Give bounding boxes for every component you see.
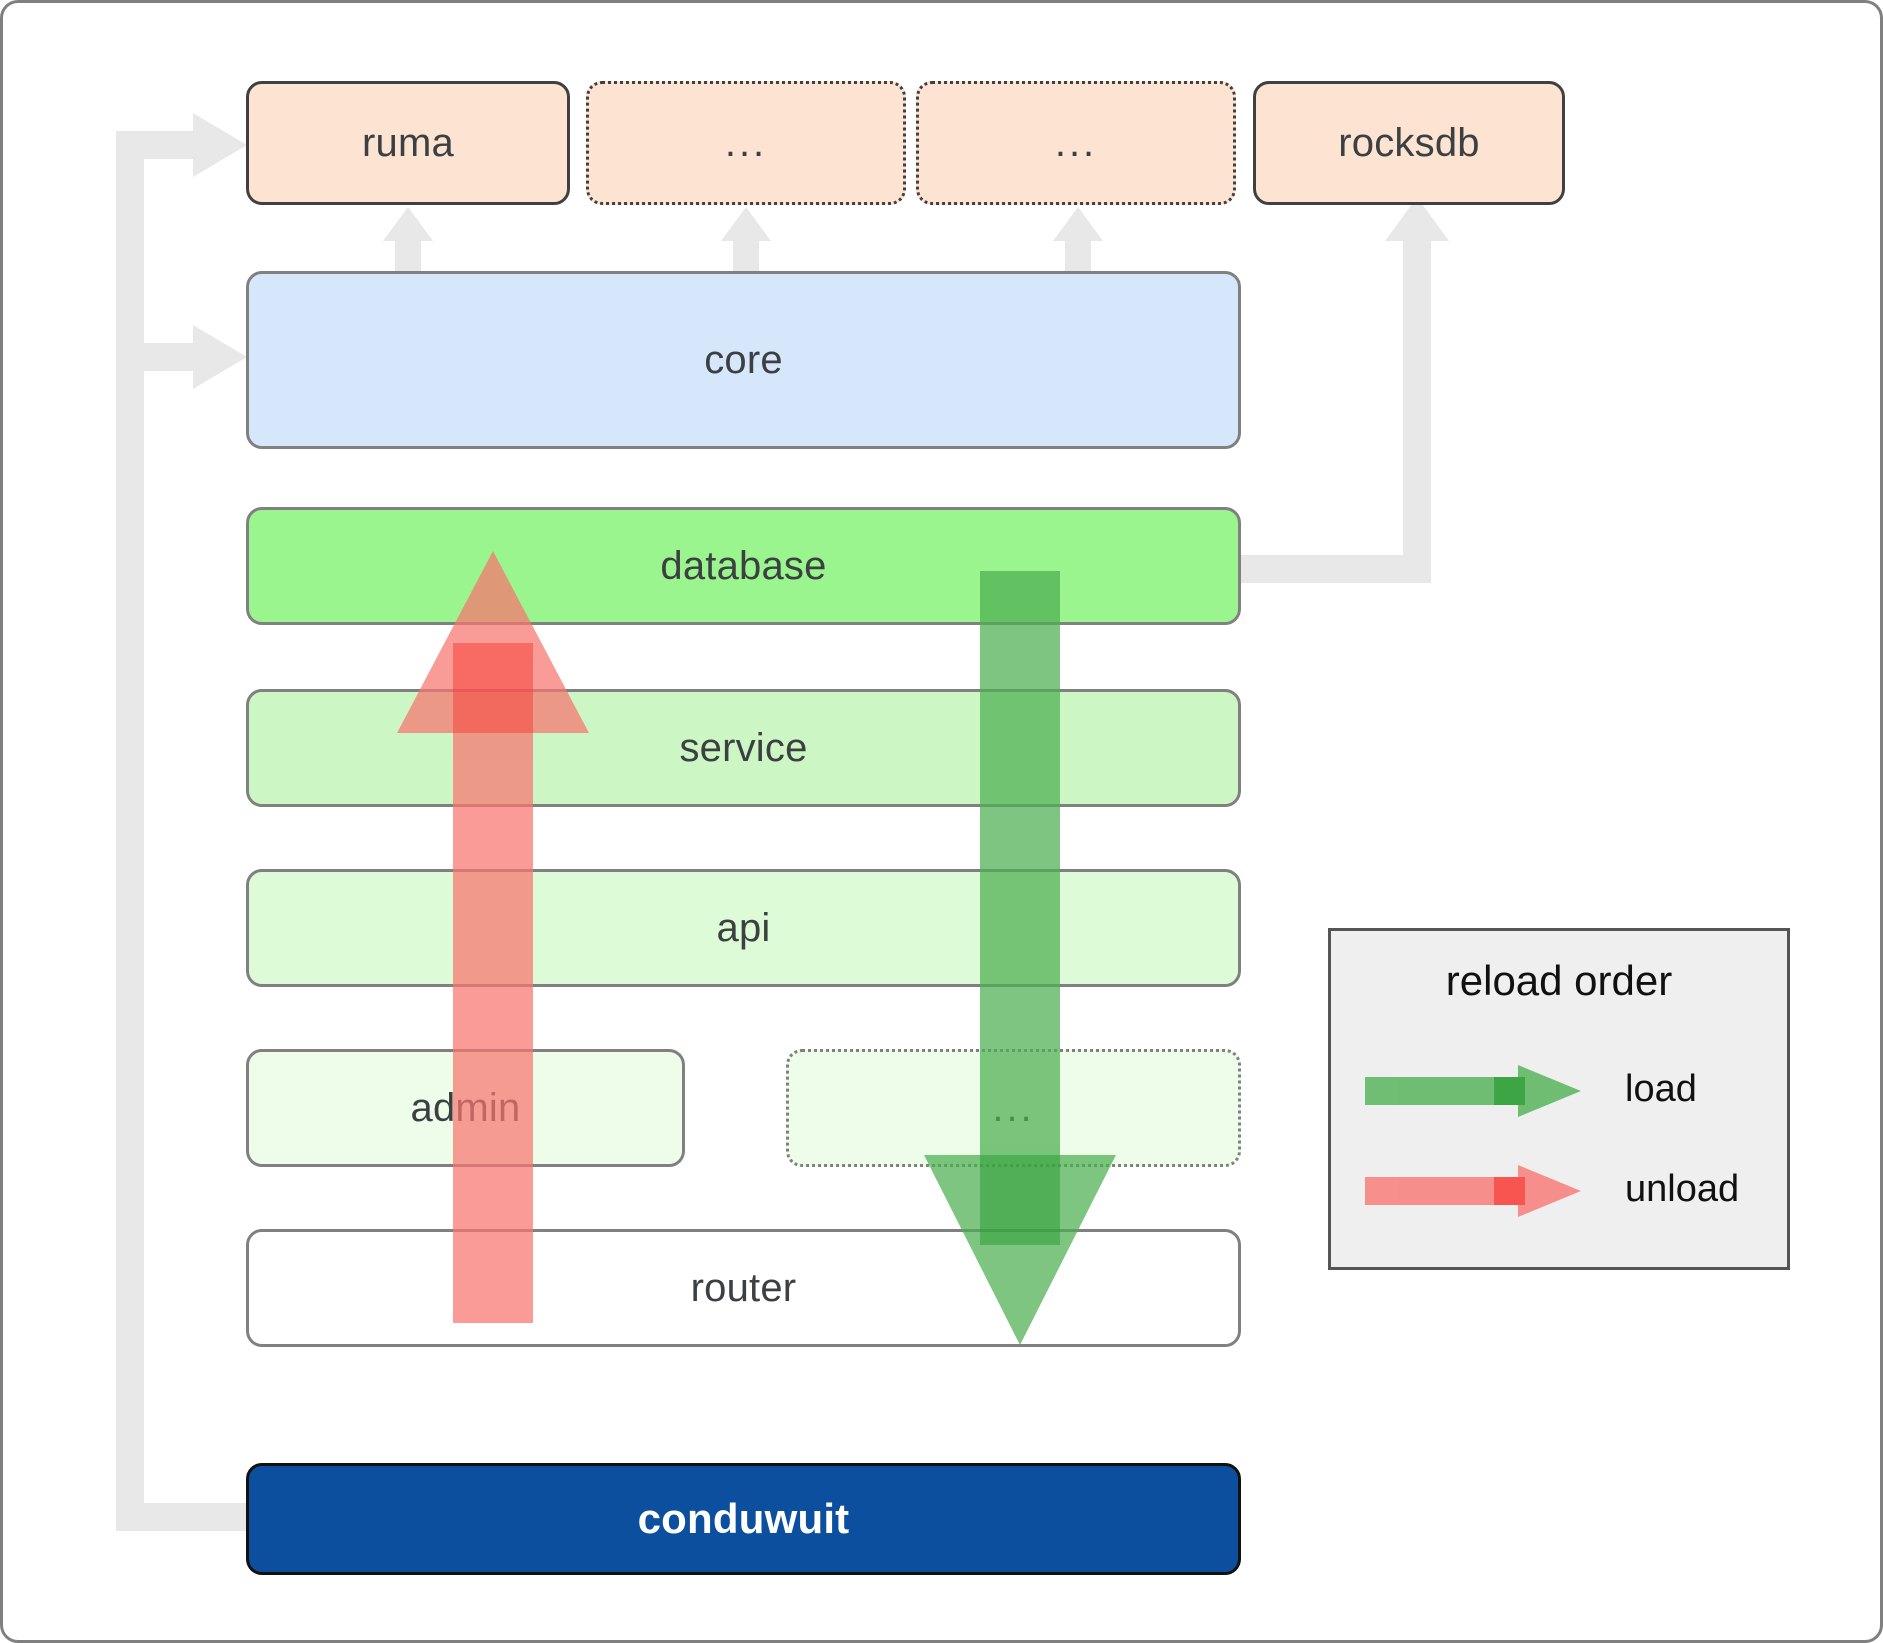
dependency-label: rocksdb: [1338, 120, 1480, 165]
layer-label: api: [716, 905, 771, 950]
legend-title: reload order: [1445, 957, 1673, 1004]
load-arrow-icon: [1365, 1065, 1581, 1117]
layer-box-database[interactable]: database: [246, 507, 1241, 625]
connector-layer: [116, 113, 1449, 1531]
dependency-label: ruma: [362, 120, 454, 165]
layer-label: admin: [410, 1085, 521, 1130]
legend-row-load: load: [1363, 1049, 1765, 1129]
legend-label-load: load: [1625, 1067, 1697, 1110]
dependency-box-rocksdb[interactable]: rocksdb: [1253, 81, 1565, 205]
flow-arrow-layer: [397, 551, 1116, 1345]
layer-box-core[interactable]: core: [246, 271, 1241, 449]
legend-panel: reload order load unload: [1328, 928, 1790, 1270]
dependency-box-ruma[interactable]: ruma: [246, 81, 570, 205]
layer-box-service[interactable]: service: [246, 689, 1241, 807]
dependency-label: ...: [724, 121, 768, 165]
dependency-label: ...: [1054, 121, 1098, 165]
layer-box-admin[interactable]: admin: [246, 1049, 685, 1167]
layer-label: database: [660, 543, 827, 588]
dependency-box-ellipsis-2[interactable]: ...: [916, 81, 1236, 205]
unload-arrow-icon: [1365, 1165, 1581, 1217]
layer-box-ellipsis[interactable]: ...: [786, 1049, 1241, 1167]
layer-label: core: [704, 337, 783, 382]
legend-row-unload: unload: [1363, 1149, 1765, 1229]
dependency-box-ellipsis-1[interactable]: ...: [586, 81, 906, 205]
layer-box-api[interactable]: api: [246, 869, 1241, 987]
legend-label-unload: unload: [1625, 1167, 1740, 1210]
layer-label: service: [679, 725, 808, 770]
layer-box-router[interactable]: router: [246, 1229, 1241, 1347]
application-label: conduwuit: [637, 1495, 850, 1542]
layer-label: ...: [992, 1086, 1035, 1130]
application-box-conduwuit[interactable]: conduwuit: [246, 1463, 1241, 1575]
layer-label: router: [690, 1265, 797, 1310]
